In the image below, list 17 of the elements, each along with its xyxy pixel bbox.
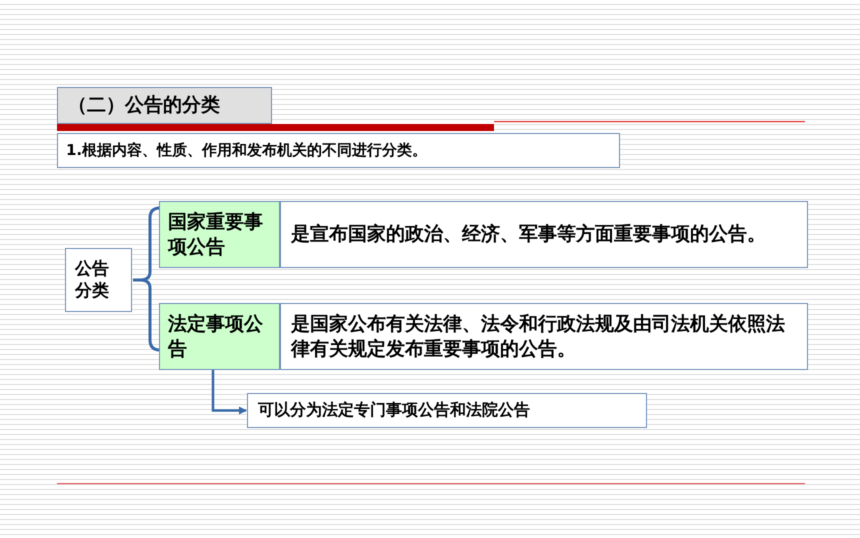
box-text: 是国家公布有关法律、法令和行政法规及由司法机关依照法律有关规定发布重要事项的公告。 xyxy=(291,312,786,362)
note-box xyxy=(247,393,647,428)
arrow xyxy=(212,370,247,414)
box-text: 国家重要事项公告 xyxy=(168,210,264,260)
box-text: 是宣布国家的政治、经济、军事等方面重要事项的公告。 xyxy=(291,222,766,247)
section-heading-box xyxy=(57,87,272,124)
definition-box xyxy=(280,303,808,370)
category-box xyxy=(65,248,132,312)
type-box xyxy=(159,303,280,370)
definition-box xyxy=(280,201,808,268)
box-text: 1.根据内容、性质、作用和发布机关的不同进行分类。 xyxy=(66,140,428,160)
box-text: 法定事项公告 xyxy=(168,312,264,362)
type-box xyxy=(159,201,280,268)
criterion-box xyxy=(57,133,620,168)
box-text: （二）公告的分类 xyxy=(68,93,220,118)
box-text: 公告分类 xyxy=(75,258,110,302)
box-text: 可以分为法定专门事项公告和法院公告 xyxy=(258,400,530,421)
